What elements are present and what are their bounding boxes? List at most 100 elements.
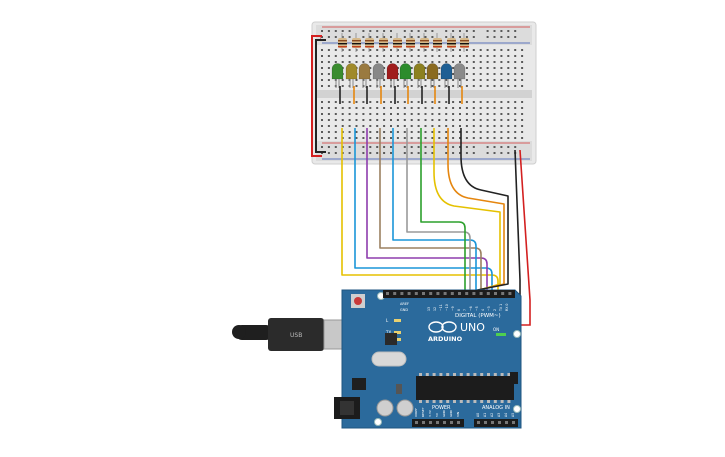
terminal-hole [459, 85, 461, 87]
rail-hole [472, 152, 475, 154]
terminal-hole [500, 67, 503, 69]
signal-wire[interactable] [446, 128, 509, 297]
terminal-hole [479, 49, 482, 51]
terminal-hole [424, 137, 427, 139]
led[interactable] [399, 63, 412, 80]
terminal-hole [514, 49, 517, 51]
terminal-hole [321, 61, 323, 63]
rail-hole [383, 146, 386, 148]
led[interactable] [453, 63, 466, 80]
rail-hole [500, 36, 503, 38]
terminal-hole [334, 55, 337, 57]
resistor-band [420, 43, 429, 45]
terminal-hole [403, 85, 406, 87]
led[interactable] [440, 63, 453, 80]
signal-wires[interactable] [341, 128, 509, 297]
power-pin-label: IOREF [414, 408, 418, 417]
rail-hole [424, 30, 427, 32]
rail-hole [376, 146, 379, 148]
terminal-hole [376, 125, 379, 127]
rail-hole [348, 152, 351, 154]
header-pin [436, 292, 440, 295]
terminal-hole [334, 113, 337, 115]
terminal-hole [417, 61, 420, 63]
terminal-hole [390, 131, 392, 133]
terminal-hole [459, 131, 461, 133]
signal-wire[interactable] [420, 128, 466, 296]
led[interactable] [331, 63, 344, 80]
terminal-hole [493, 85, 496, 87]
analog-pin-label: A3 [497, 413, 501, 417]
terminal-hole [417, 119, 420, 121]
signal-wire[interactable] [379, 128, 482, 296]
terminal-hole [500, 85, 503, 87]
terminal-hole [431, 55, 434, 57]
rail-plus-label: + [318, 34, 323, 41]
digital-header[interactable] [383, 290, 515, 298]
resistor-band [460, 43, 469, 45]
led[interactable] [372, 63, 385, 80]
reset-button-cap[interactable] [354, 297, 362, 305]
led[interactable] [386, 63, 399, 80]
terminal-hole [472, 85, 475, 87]
terminal-hole [459, 137, 461, 139]
signal-wire[interactable] [354, 128, 493, 296]
terminal-hole [521, 73, 524, 75]
terminal-hole [514, 125, 517, 127]
terminal-hole [431, 119, 434, 121]
terminal-hole [486, 107, 489, 109]
led[interactable] [345, 63, 358, 80]
terminal-hole [507, 67, 510, 69]
power-pin-label: VIN [456, 412, 460, 417]
terminal-hole [507, 131, 510, 133]
terminal-hole [396, 113, 399, 115]
terminal-hole [327, 131, 330, 133]
rail-hole [500, 146, 503, 148]
rail-hole [410, 36, 413, 38]
rail-hole [390, 152, 392, 154]
terminal-hole [348, 61, 351, 63]
digital-pin-label: RX 0 [505, 304, 509, 311]
terminal-hole [410, 131, 413, 133]
led[interactable] [413, 63, 426, 80]
terminal-hole [486, 113, 489, 115]
rail-hole [376, 30, 379, 32]
rail-hole [514, 146, 517, 148]
header-pin [429, 292, 433, 295]
terminal-hole [376, 113, 379, 115]
rail-hole [493, 30, 496, 32]
terminal-hole [403, 49, 406, 51]
digital-header-label: DIGITAL (PWM~) [455, 313, 501, 319]
analog-header[interactable] [474, 419, 518, 427]
terminal-hole [376, 55, 379, 57]
resistor-band [433, 46, 442, 48]
terminal-hole [321, 137, 323, 139]
rail-hole [383, 152, 386, 154]
terminal-hole [452, 67, 455, 69]
breadboard[interactable]: + - [311, 21, 537, 165]
signal-wire[interactable] [406, 128, 471, 296]
terminal-hole [514, 107, 517, 109]
signal-wire[interactable] [433, 128, 501, 297]
terminal-hole [472, 107, 475, 109]
terminal-hole [445, 113, 448, 115]
terminal-hole [396, 61, 399, 63]
led[interactable] [426, 63, 439, 80]
terminal-hole [514, 73, 517, 75]
rail-jumpers[interactable] [311, 35, 326, 157]
terminal-hole [452, 119, 455, 121]
terminal-hole [459, 55, 461, 57]
rail-hole [465, 146, 468, 148]
signal-wire[interactable] [447, 128, 505, 297]
terminal-hole [396, 131, 399, 133]
terminal-hole [445, 131, 448, 133]
rail-hole [486, 146, 489, 148]
header-pin [443, 292, 447, 295]
led[interactable] [358, 63, 371, 80]
terminal-hole [465, 101, 468, 103]
resistor-band [379, 46, 388, 48]
resistor-band [447, 46, 456, 48]
terminal-hole [479, 55, 482, 57]
